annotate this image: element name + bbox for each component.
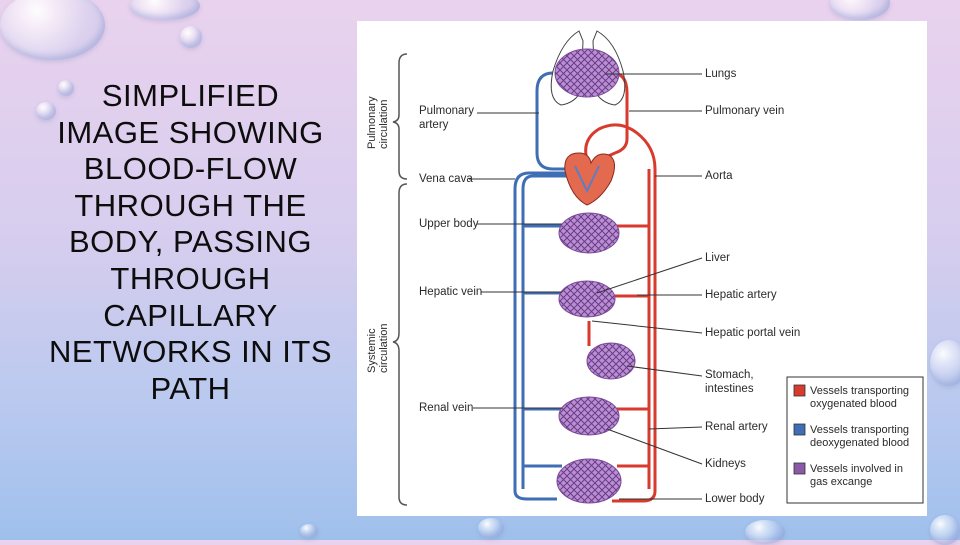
bubble-decoration [180,26,202,48]
left-leader-lines [469,112,562,409]
hepatic-portal-vein-label: Hepatic portal vein [705,327,800,339]
bubble-decoration [478,518,504,538]
legend-oxygenated-1: Vessels transporting [810,385,909,397]
circulation-diagram-svg: Pulmonary circulation Systemic circulati… [366,30,924,506]
bubble-decoration [130,0,200,20]
bubble-decoration [930,340,960,386]
slide-title: SIMPLIFIED IMAGE SHOWING BLOOD-FLOW THRO… [48,78,333,406]
upper-body-label: Upper body [419,218,479,230]
liver-capillary-net [558,280,616,318]
aorta-label: Aorta [705,170,733,182]
systemic-bracket [392,183,408,506]
lungs-outline [550,30,626,106]
legend-deoxygenated-1: Vessels transporting [810,424,909,436]
deoxygenated-vessels [513,71,569,501]
pulmonary-circulation-label-1: Pulmonary [366,96,378,149]
bubble-decoration [830,0,890,20]
upper-body-capillary-net [558,212,620,254]
legend-gas-1: Vessels involved in [810,463,903,475]
pulmonary-artery-label-2: artery [419,119,449,131]
bubble-decoration [58,80,74,96]
stomach-label-2: intestines [705,383,754,395]
kidney-capillary-net [558,396,620,436]
right-leader-lines [591,73,703,500]
lungs-label: Lungs [705,68,737,80]
oxygenated-vessels [584,71,657,503]
legend-deoxygenated-2: deoxygenated blood [810,437,909,449]
systemic-circulation-label-2: circulation [378,323,390,373]
legend-gas-2: gas excange [810,476,872,488]
bubble-decoration [36,102,56,120]
legend-oxygenated-2: oxygenated blood [810,398,897,410]
heart-illustration [564,152,615,206]
bubble-decoration [745,520,785,544]
legend-swatch-capillary [793,462,806,475]
hepatic-artery-label: Hepatic artery [705,289,777,301]
circulation-diagram: Pulmonary circulation Systemic circulati… [357,21,927,516]
pulmonary-vein-label: Pulmonary vein [705,105,784,117]
bubble-decoration [0,0,105,60]
legend-swatch-deoxygenated [793,423,806,436]
lung-capillary-net [554,48,620,98]
capillary-networks [554,48,636,504]
bubble-decoration [930,515,960,545]
pulmonary-circulation-label-2: circulation [378,99,390,149]
kidneys-label: Kidneys [705,458,746,470]
legend-swatch-oxygenated [793,384,806,397]
renal-vein-label: Renal vein [419,402,473,414]
stomach-capillary-net [586,342,636,380]
pulmonary-artery-label-1: Pulmonary [419,105,474,117]
hepatic-vein-label: Hepatic vein [419,286,482,298]
pulmonary-bracket [392,53,408,180]
lower-body-label: Lower body [705,493,765,505]
liver-label: Liver [705,252,730,264]
renal-artery-label: Renal artery [705,421,768,433]
vena-cava-label: Vena cava [419,173,473,185]
systemic-circulation-label-1: Systemic [366,328,378,373]
stomach-label-1: Stomach, [705,369,754,381]
bubble-decoration [300,524,318,538]
legend: Vessels transporting oxygenated blood Ve… [786,376,924,504]
lower-body-capillary-net [556,458,622,504]
